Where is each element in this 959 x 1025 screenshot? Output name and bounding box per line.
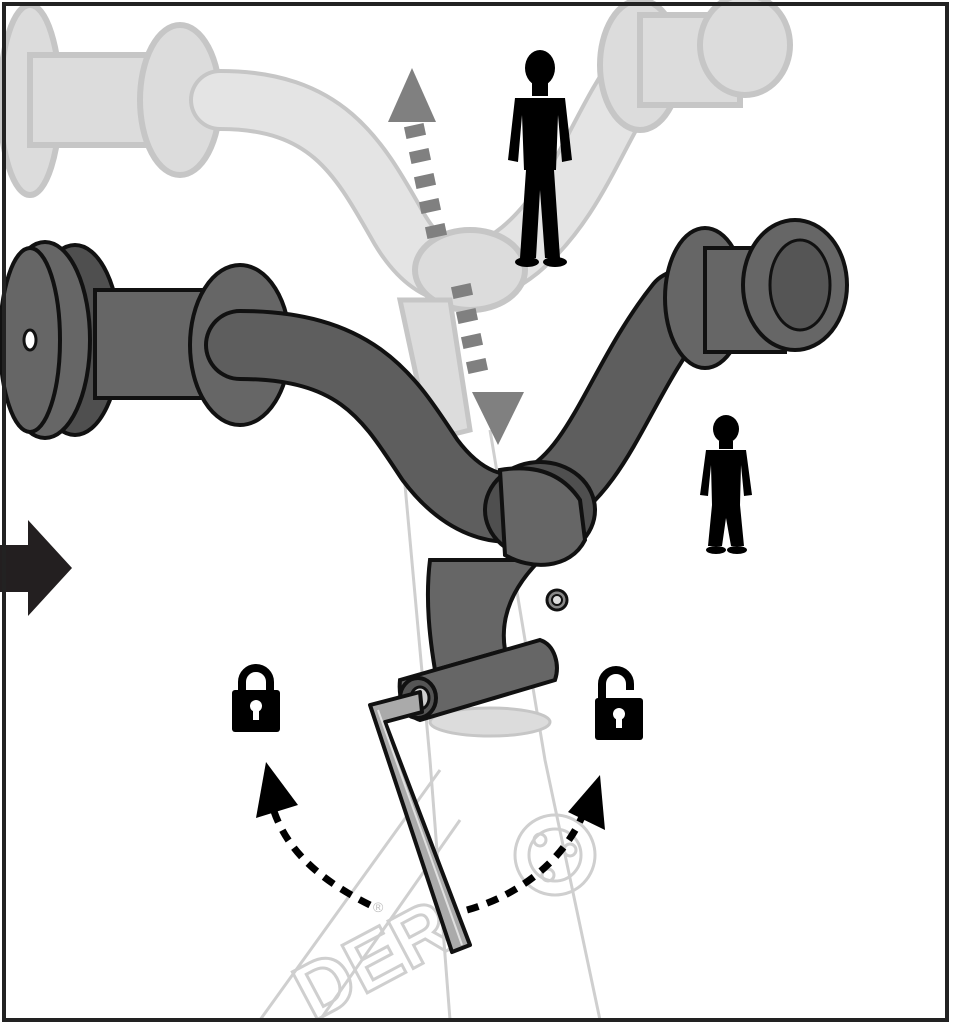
unlocked-padlock-icon <box>595 666 643 740</box>
locked-padlock-icon <box>232 664 280 732</box>
registered-mark: ® <box>373 899 384 915</box>
right-arrow-icon <box>0 520 72 616</box>
short-person-icon <box>700 415 752 554</box>
ghost-handlebar <box>0 0 793 444</box>
rotate-tighten-arrow <box>256 762 372 909</box>
rotate-loosen-arrow <box>466 775 605 914</box>
hex-key-icon <box>368 690 472 954</box>
tall-person-icon <box>508 50 572 267</box>
handlebar <box>0 218 849 723</box>
double-arrow-icon <box>388 68 524 445</box>
